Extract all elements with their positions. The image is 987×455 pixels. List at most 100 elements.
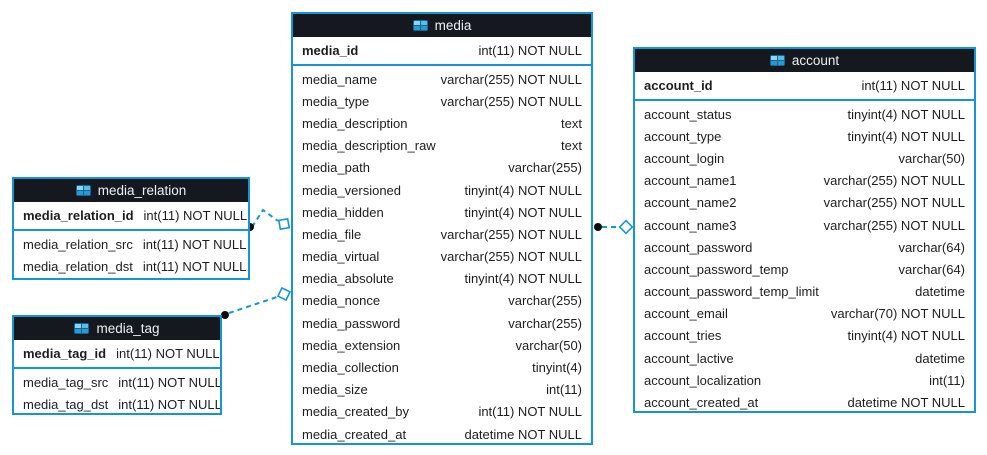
table-title: media xyxy=(434,18,472,33)
column-name: media_tag_src xyxy=(23,374,109,390)
column-name: media_id xyxy=(302,43,359,58)
table-header[interactable]: media xyxy=(293,14,591,37)
table-row[interactable]: account_name3 varchar(255) NOT NULL xyxy=(635,214,974,236)
column-name: media_nonce xyxy=(302,293,381,309)
table-row[interactable]: account_name2 varchar(255) NOT NULL xyxy=(635,192,974,214)
table-header[interactable]: account xyxy=(635,49,974,72)
connector-dot-endpoint xyxy=(221,311,229,319)
column-name: account_name3 xyxy=(644,217,737,233)
table-row[interactable]: media_nonce varchar(255) xyxy=(293,290,591,312)
column-name: media_password xyxy=(302,315,401,331)
table-title: media_tag xyxy=(96,321,160,336)
connector-diamond-endpoint xyxy=(277,217,291,231)
column-type: int(11) NOT NULL xyxy=(118,374,222,390)
column-type: int(11) NOT NULL xyxy=(478,43,582,58)
table-icon xyxy=(769,55,785,66)
column-name: account_name2 xyxy=(644,195,737,211)
table-title: media_relation xyxy=(97,183,187,198)
column-type: varchar(255) NOT NULL xyxy=(440,226,582,242)
column-name: media_relation_dst xyxy=(23,258,133,274)
table-row[interactable]: media_description_raw text xyxy=(293,135,591,157)
column-type: text xyxy=(561,115,582,131)
table-node-media[interactable]: media media_id int(11) NOT NULL media_nam… xyxy=(291,12,593,445)
column-name: account_email xyxy=(644,306,728,322)
column-type: text xyxy=(561,138,582,154)
column-type: int(11) NOT NULL xyxy=(142,236,247,252)
column-type: tinyint(4) NOT NULL xyxy=(847,128,965,144)
connector-media_tag-media[interactable] xyxy=(221,286,292,319)
column-type: int(11) xyxy=(546,382,582,398)
column-type: varchar(255) xyxy=(508,160,582,176)
column-name: media_description_raw xyxy=(302,138,436,154)
connector-media_relation-media[interactable] xyxy=(246,208,291,231)
column-name: account_type xyxy=(644,128,722,144)
connector-dot-endpoint xyxy=(594,223,602,231)
column-type: varchar(255) NOT NULL xyxy=(823,173,965,189)
column-type: tinyint(4) xyxy=(532,360,582,376)
connector-diamond-endpoint xyxy=(618,219,634,235)
column-type: datetime xyxy=(915,350,965,366)
table-header[interactable]: media_tag xyxy=(14,317,220,340)
table-row[interactable]: account_tries tinyint(4) NOT NULL xyxy=(635,325,974,347)
connector-media-account[interactable] xyxy=(594,219,634,235)
column-type: varchar(255) NOT NULL xyxy=(823,195,965,211)
connector-diamond-endpoint xyxy=(276,286,292,302)
column-name: media_path xyxy=(302,160,370,176)
table-row[interactable]: media_id int(11) NOT NULL xyxy=(293,38,591,63)
table-header[interactable]: media_relation xyxy=(14,179,248,202)
column-type: tinyint(4) NOT NULL xyxy=(464,271,582,287)
table-row[interactable]: media_path varchar(255) xyxy=(293,157,591,179)
column-type: varchar(255) xyxy=(508,293,582,309)
column-type: varchar(255) NOT NULL xyxy=(823,217,965,233)
column-type: int(11) NOT NULL xyxy=(478,404,582,420)
column-type: int(11) xyxy=(929,372,965,388)
column-type: tinyint(4) NOT NULL xyxy=(847,328,965,344)
column-name: media_virtual xyxy=(302,249,380,265)
column-name: media_created_at xyxy=(302,426,407,442)
connector-line[interactable] xyxy=(228,296,278,314)
table-row[interactable]: media_tag_src int(11) NOT NULL xyxy=(14,371,220,393)
table-pk-section: media_id int(11) NOT NULL xyxy=(293,37,591,66)
column-type: varchar(64) xyxy=(898,239,965,255)
column-name: media_relation_id xyxy=(23,208,134,223)
column-name: account_tries xyxy=(644,328,722,344)
column-name: account_password_temp_limit xyxy=(644,284,819,300)
table-row[interactable]: account_type tinyint(4) NOT NULL xyxy=(635,125,974,147)
connector-line[interactable] xyxy=(251,208,279,228)
